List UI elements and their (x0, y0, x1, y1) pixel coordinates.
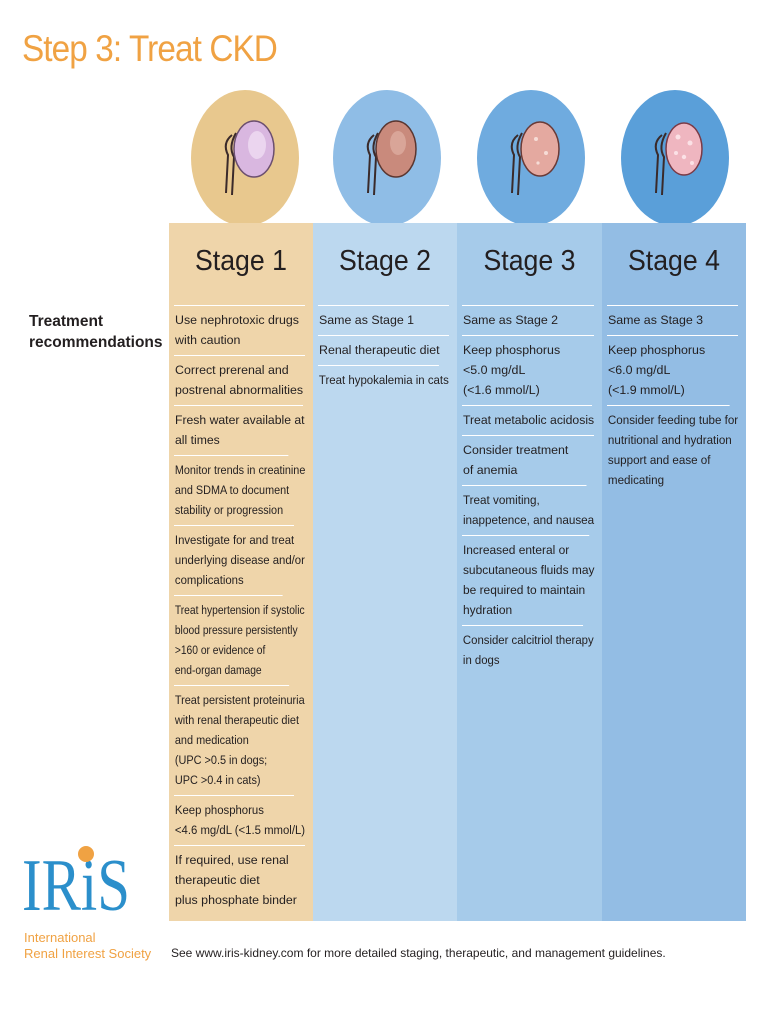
stage-1-column: Stage 1 Use nephrotoxic drugs with cauti… (169, 223, 313, 921)
recommendation-item: Treat hypokalemia in cats (318, 365, 449, 395)
recommendation-item: Treat hypertension if systolic blood pre… (174, 595, 305, 685)
recommendation-item: Same as Stage 3 (607, 305, 738, 335)
recommendation-item: Correct prerenal and postrenal abnormali… (174, 355, 305, 405)
recommendation-item: If required, use renal therapeutic diet … (174, 845, 305, 915)
recommendation-item: Increased enteral or subcutaneous fluids… (462, 535, 594, 625)
iris-logo-subtitle: International Renal Interest Society (24, 930, 152, 961)
iris-logo: IRiS (22, 845, 130, 922)
kidney-circle-stage-3 (477, 90, 585, 226)
recommendation-item: Treat vomiting, inappetence, and nausea (462, 485, 594, 535)
row-label-treatment-recommendations: Treatment recommendations (29, 313, 163, 351)
healthy-kidney-icon (224, 120, 275, 196)
recommendation-item: Use nephrotoxic drugs with caution (174, 305, 305, 355)
stage-2-kidney-icon (366, 120, 417, 196)
recommendation-item: Same as Stage 1 (318, 305, 449, 335)
recommendation-item: Treat metabolic acidosis (462, 405, 594, 435)
stage-4-kidney-icon (654, 122, 703, 196)
kidney-circle-stage-4 (621, 90, 729, 226)
recommendation-item: Consider calcitriol therapy in dogs (462, 625, 594, 675)
stage-4-heading: Stage 4 (628, 245, 720, 277)
stage-3-kidney-icon (510, 121, 560, 196)
iris-logo-dot (78, 846, 94, 862)
recommendation-item: Keep phosphorus <4.6 mg/dL (<1.5 mmol/L) (174, 795, 305, 845)
recommendation-item: Renal therapeutic diet (318, 335, 449, 365)
recommendation-item: Monitor trends in creatinine and SDMA to… (174, 455, 305, 525)
recommendation-item: Fresh water available at all times (174, 405, 305, 455)
page-title: Step 3: Treat CKD (22, 28, 278, 69)
stage-2-heading: Stage 2 (339, 245, 431, 277)
recommendation-item: Consider feeding tube for nutritional an… (607, 405, 738, 495)
stage-3-heading: Stage 3 (483, 245, 576, 277)
stage-1-heading: Stage 1 (195, 245, 287, 277)
recommendation-item: Treat persistent proteinuria with renal … (174, 685, 305, 795)
kidney-circle-stage-1 (191, 90, 299, 226)
recommendation-item: Investigate for and treat underlying dis… (174, 525, 305, 595)
recommendation-item: Keep phosphorus <5.0 mg/dL (<1.6 mmol/L) (462, 335, 594, 405)
recommendation-item: Keep phosphorus <6.0 mg/dL (<1.9 mmol/L) (607, 335, 738, 405)
iris-logo-wordmark: IRiS (22, 845, 130, 922)
recommendation-item: Consider treatment of anemia (462, 435, 594, 485)
recommendation-item: Same as Stage 2 (462, 305, 594, 335)
footer-guidelines-note: See www.iris-kidney.com for more detaile… (171, 946, 666, 960)
kidney-circle-stage-2 (333, 90, 441, 226)
